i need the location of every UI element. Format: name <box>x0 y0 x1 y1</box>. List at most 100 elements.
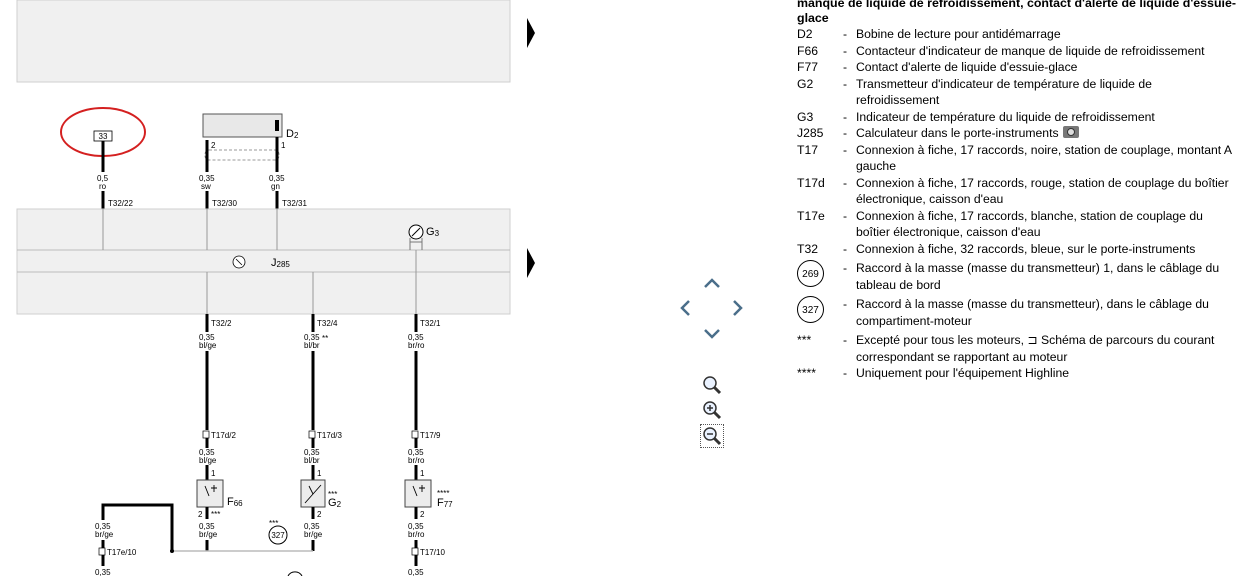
camera-icon[interactable] <box>1062 126 1079 138</box>
svg-text:***: *** <box>211 510 220 519</box>
svg-text:0,35: 0,35 <box>199 174 215 183</box>
svg-text:2: 2 <box>420 510 425 519</box>
legend-row: F66-Contacteur d'indicateur de manque de… <box>797 43 1237 60</box>
ground-symbol: 327 <box>797 296 824 323</box>
zoom-out-icon[interactable] <box>700 424 724 448</box>
f66-switch[interactable] <box>196 479 224 508</box>
svg-text:2: 2 <box>198 510 203 519</box>
svg-text:bl/br: bl/br <box>304 456 320 465</box>
zoom-in-icon[interactable] <box>702 400 722 420</box>
svg-text:0,35: 0,35 <box>408 333 424 342</box>
svg-text:0,35: 0,35 <box>95 568 111 576</box>
legend-code: 269 <box>797 260 843 287</box>
f77-switch[interactable] <box>404 479 432 508</box>
svg-text:gn: gn <box>271 182 280 191</box>
legend-desc: Indicateur de température du liquide de … <box>856 109 1155 124</box>
svg-text:****: **** <box>437 489 449 498</box>
legend-dash: - <box>843 366 848 380</box>
legend-desc: Raccord à la masse (masse du transmetteu… <box>856 297 1209 328</box>
svg-text:2: 2 <box>317 510 322 519</box>
svg-text:1: 1 <box>281 141 286 150</box>
svg-text:0,35: 0,35 <box>269 174 285 183</box>
legend-row: D2 -Bobine de lecture pour antidémarrage <box>797 26 1237 43</box>
left-arrow-icon[interactable] <box>678 298 692 318</box>
legend-row: F77 -Contact d'alerte de liquide d'essuie… <box>797 59 1237 76</box>
ground-symbol: 269 <box>797 260 824 287</box>
legend-dash: - <box>843 27 848 41</box>
svg-text:0,35: 0,35 <box>408 568 424 576</box>
svg-text:br/ge: br/ge <box>199 530 218 539</box>
svg-text:0,35: 0,35 <box>304 522 320 531</box>
next-page-arrow-icon[interactable] <box>527 18 535 48</box>
legend-desc: Connexion à fiche, 17 raccords, blanche,… <box>856 208 1203 240</box>
svg-text:0,35: 0,35 <box>408 448 424 457</box>
legend-row: 269-Raccord à la masse (masse du transme… <box>797 260 1237 293</box>
d2-component[interactable] <box>202 113 283 138</box>
connector-t32-31: T32/31 <box>282 199 307 208</box>
legend-code: J285 <box>797 126 824 140</box>
svg-text:0,35: 0,35 <box>199 522 215 531</box>
svg-text:br/ro: br/ro <box>408 530 425 539</box>
d2-label: D2 <box>286 128 299 140</box>
legend-desc: Connexion à fiche, 17 raccords, noire, s… <box>856 142 1232 174</box>
navigation-controls <box>676 274 746 454</box>
svg-text:br/ge: br/ge <box>304 530 323 539</box>
connector-t32-4: T32/4 <box>317 319 338 328</box>
wire-color-1: ro <box>99 182 107 191</box>
legend-dash: - <box>843 60 848 74</box>
previous-section-panel <box>16 0 511 83</box>
legend-dash: - <box>843 76 848 91</box>
component-legend: manque de liquide de refroidissement, co… <box>797 0 1237 382</box>
svg-text:2: 2 <box>211 141 216 150</box>
svg-text:0,35: 0,35 <box>408 522 424 531</box>
legend-code: T17 <box>797 142 819 157</box>
legend-row: T32-Connexion à fiche, 32 raccords, bleu… <box>797 241 1237 258</box>
next-page-arrow-icon-2[interactable] <box>527 248 535 278</box>
svg-text:br/ro: br/ro <box>408 456 425 465</box>
svg-text:bl/ge: bl/ge <box>199 341 217 350</box>
legend-dash: - <box>843 333 848 347</box>
legend-code: D2 <box>797 27 813 41</box>
legend-code: G3 <box>797 109 814 124</box>
legend-row: T17d-Connexion à fiche, 17 raccords, rou… <box>797 175 1237 208</box>
legend-dash: - <box>843 261 848 275</box>
legend-desc: Contact d'alerte de liquide d'essuie-gla… <box>856 60 1078 74</box>
legend-desc: Excepté pour tous les moteurs, ⊐ Schéma … <box>856 333 1215 364</box>
connector-t17e-10: T17e/10 <box>107 548 137 557</box>
legend-code: 327 <box>797 296 843 323</box>
connector-t17d-2: T17d/2 <box>211 431 236 440</box>
legend-desc: Bobine de lecture pour antidémarrage <box>856 27 1061 41</box>
svg-text:**: ** <box>322 334 328 343</box>
legend-code: **** <box>797 366 816 380</box>
svg-text:0,35: 0,35 <box>199 333 215 342</box>
legend-dash: - <box>843 208 848 223</box>
legend-code: F77 <box>797 60 819 74</box>
right-arrow-icon[interactable] <box>731 298 745 318</box>
connector-t17d-3: T17d/3 <box>317 431 342 440</box>
legend-dash: - <box>843 43 848 58</box>
legend-code: T32 <box>797 241 819 256</box>
wiring-diagram: 33 D2 2 1 0,5 ro T32/22 0,35 sw T32/30 0… <box>16 0 535 576</box>
svg-text:0,35: 0,35 <box>304 448 320 457</box>
down-arrow-icon[interactable] <box>702 327 722 341</box>
legend-row: T17e-Connexion à fiche, 17 raccords, bla… <box>797 208 1237 241</box>
ground-point-327[interactable] <box>268 525 288 545</box>
svg-text:***: *** <box>328 490 337 499</box>
g3-label: G3 <box>426 226 440 238</box>
wire-size-1: 0,5 <box>97 174 109 183</box>
legend-row: G2-Transmetteur d'indicateur de températ… <box>797 76 1237 109</box>
legend-row: T17-Connexion à fiche, 17 raccords, noir… <box>797 142 1237 175</box>
legend-dash: - <box>843 109 848 124</box>
up-arrow-icon[interactable] <box>702 276 722 290</box>
j285-instrument-cluster[interactable] <box>16 208 511 315</box>
legend-code: G2 <box>797 76 814 91</box>
connector-t17-10: T17/10 <box>420 548 445 557</box>
legend-dash: - <box>843 175 848 190</box>
legend-code: *** <box>797 333 812 347</box>
connector-t32-2: T32/2 <box>211 319 232 328</box>
zoom-icon[interactable] <box>702 375 722 395</box>
legend-desc: Contacteur d'indicateur de manque de liq… <box>856 43 1205 58</box>
reference-box-label: 33 <box>99 132 108 141</box>
svg-text:sw: sw <box>201 182 211 191</box>
legend-row: *** -Excepté pour tous les moteurs, ⊐ Sch… <box>797 332 1237 365</box>
